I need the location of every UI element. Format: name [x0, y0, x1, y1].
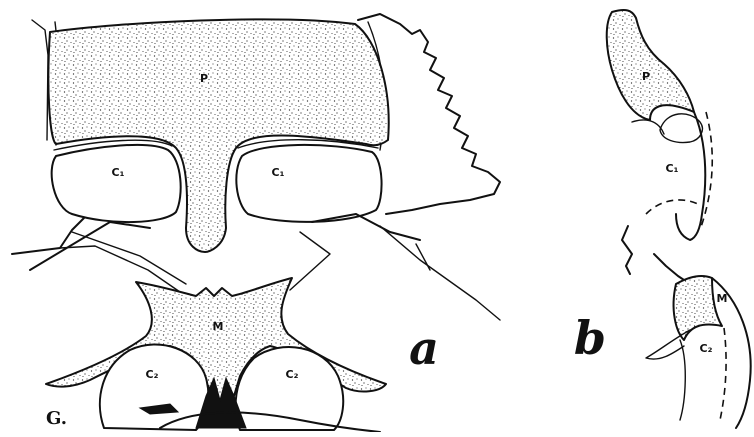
c1-lateral-outline — [676, 112, 705, 240]
label-c1-left: C₁ — [112, 166, 125, 179]
c1-dashed-lower — [646, 200, 698, 214]
label-p-a: P — [200, 72, 208, 85]
left-upper-margin — [32, 20, 48, 140]
cartilage-c1-right — [236, 145, 381, 222]
label-c1-right: C₁ — [272, 166, 285, 179]
panel-letter-b: b — [574, 311, 606, 365]
left-flange-outer — [12, 218, 84, 254]
label-m-b: M — [717, 292, 728, 305]
left-flange-inner — [72, 232, 186, 284]
artist-signature: G. — [46, 408, 67, 429]
label-c2-b: C₂ — [700, 342, 713, 355]
panel-letter-a: a — [409, 321, 439, 375]
mid-broken-edge — [622, 226, 632, 274]
right-flange-tick — [416, 244, 430, 270]
label-p-b: P — [642, 70, 650, 83]
label-c2-right: C₂ — [286, 368, 299, 381]
c1-lateral-knob — [660, 114, 702, 143]
c2-lateral-front — [680, 340, 685, 420]
panel-a: P C₁ C₁ M C₂ C₂ a — [12, 14, 500, 432]
label-c2-left: C₂ — [146, 368, 159, 381]
label-m-a: M — [213, 320, 224, 333]
bone-p-lateral — [607, 10, 694, 120]
c2-dashed-curve — [720, 328, 726, 420]
c1-lateral-upper-line — [632, 120, 664, 134]
right-flange-outer — [380, 226, 500, 320]
cartilage-c1-left — [52, 145, 181, 222]
label-c1-b: C₁ — [666, 162, 679, 175]
panel-b: P C₁ M C₂ b — [574, 10, 751, 428]
bone-m-lateral — [674, 276, 722, 340]
right-flange-inner — [290, 232, 330, 290]
